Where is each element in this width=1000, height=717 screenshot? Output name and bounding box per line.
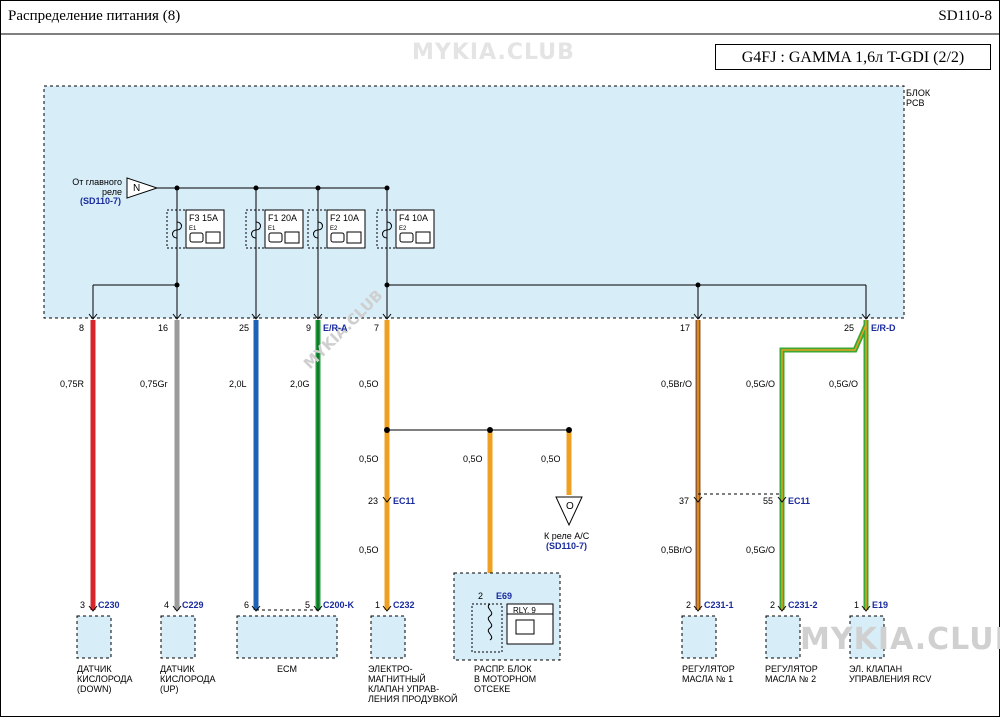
pin-16: 16	[158, 323, 169, 333]
branch-label-2: 0,5O	[463, 454, 483, 464]
wire-label-green: 2,0G	[290, 379, 310, 389]
comp8-name: ЭЛ. КЛАПАН УПРАВЛЕНИЯ RCV	[849, 664, 932, 684]
comp8-conn: E19	[872, 600, 889, 610]
fuse-f3-label: F3 15A	[189, 213, 219, 223]
comp5-name: РАСПР. БЛОК В МОТОРНОМ ОТСЕКЕ	[474, 664, 537, 694]
ac-relay-node: O	[566, 501, 574, 512]
wire-label-orange: 0,5O	[359, 379, 379, 389]
comp4-pin: 1	[375, 600, 381, 610]
fuse-f2-sub: E2	[330, 226, 338, 232]
comp7-conn: C231-2	[788, 600, 818, 610]
branch-label-1: 0,5O	[359, 454, 379, 464]
pin-8: 8	[79, 323, 85, 333]
wire-label-brown: 0,5Br/O	[661, 379, 693, 389]
ec11-pin-37: 37	[679, 496, 690, 506]
pin-9: 9	[306, 323, 312, 333]
ec11-pin-23: 23	[368, 496, 379, 506]
comp6-pin: 2	[686, 600, 692, 610]
pin-7: 7	[374, 323, 380, 333]
wire-label-gray: 0,75Gr	[140, 379, 168, 389]
comp7-name: РЕГУЛЯТОР МАСЛА № 2	[765, 664, 818, 684]
pcb-pin-chevrons	[88, 313, 871, 320]
fuse-icons	[189, 231, 431, 244]
engine-label: G4FJ : GAMMA 1,6л T-GDI (2/2)	[715, 44, 991, 70]
comp1-pin: 3	[80, 600, 86, 610]
pin-17: 17	[680, 323, 691, 333]
fuse-f1-label: F1 20A	[268, 213, 298, 223]
ec11-pin-55: 55	[763, 496, 774, 506]
comp5-pin: 2	[478, 591, 484, 601]
source-node-triangle	[126, 177, 159, 199]
ac-relay-triangle	[555, 496, 583, 527]
branch-label-5: 0,5Br/O	[661, 545, 693, 555]
page-code: SD110-8	[938, 8, 992, 24]
comp3-pin: 6	[244, 600, 250, 610]
branch-label-6: 0,5G/O	[746, 545, 776, 555]
comp3-pin2: 5	[305, 600, 311, 610]
fuse-f4-label: F4 10A	[399, 213, 429, 223]
pin-25a: 25	[239, 323, 250, 333]
comp3-name: ECM	[277, 664, 297, 674]
comp3-conn: C200-K	[323, 600, 355, 610]
comp6-name: РЕГУЛЯТОР МАСЛА № 1	[682, 664, 735, 684]
comp8-pin: 1	[854, 600, 860, 610]
watermark-bottom: MYKIA.CLUB	[800, 622, 1000, 657]
pcb-block	[43, 85, 905, 319]
conn-er-a: E/R-A	[323, 323, 348, 333]
comp2-name: ДАТЧИК КИСЛОРОДА (UP)	[160, 664, 216, 694]
comp2-pin: 4	[164, 600, 170, 610]
comp6-conn: C231-1	[704, 600, 734, 610]
wires	[90, 320, 869, 610]
comp7-pin: 2	[770, 600, 776, 610]
ec11-conn-1: EC11	[393, 496, 416, 506]
pin-25b: 25	[844, 323, 855, 333]
comp4-conn: C232	[393, 600, 415, 610]
comp1-conn: C230	[98, 600, 120, 610]
page-title: Распределение питания (8)	[8, 8, 181, 24]
wire-label-blue: 2,0L	[229, 379, 247, 389]
fuse-f1-sub: E1	[268, 226, 276, 232]
pcb-label: БЛОК PCB	[906, 88, 931, 108]
watermark-top: MYKIA.CLUB	[412, 40, 575, 65]
component-boxes	[76, 572, 885, 661]
conn-er-d: E/R-D	[871, 323, 896, 333]
comp4-name: ЭЛЕКТРО- МАГНИТНЫЙ КЛАПАН УПРАВ- ЛЕНИЯ П…	[368, 664, 458, 704]
ac-relay-ref: (SD110-7)	[546, 541, 588, 551]
source-ref: (SD110-7)	[80, 196, 122, 206]
branch-label-4: 0,5O	[359, 545, 379, 555]
comp1-name: ДАТЧИК КИСЛОРОДА (DOWN)	[77, 664, 133, 694]
fuse-f3-sub: E1	[189, 226, 197, 232]
fuse-f4-sub: E2	[399, 226, 407, 232]
source-node-label: N	[133, 183, 141, 194]
ac-relay-label: К реле A/C	[544, 531, 590, 541]
relay-label: RLY. 9	[513, 606, 536, 615]
wire-label-greenorange-2: 0,5G/O	[829, 379, 859, 389]
wire-label-greenorange-1: 0,5G/O	[746, 379, 776, 389]
wire-label-red: 0,75R	[60, 379, 85, 389]
fuse-f2-label: F2 10A	[330, 213, 360, 223]
comp2-conn: C229	[182, 600, 204, 610]
source-label: От главного реле	[72, 177, 122, 197]
branch-label-3: 0,5O	[541, 454, 561, 464]
ec11-conn-2: EC11	[788, 496, 811, 506]
comp5-conn: E69	[496, 591, 513, 601]
